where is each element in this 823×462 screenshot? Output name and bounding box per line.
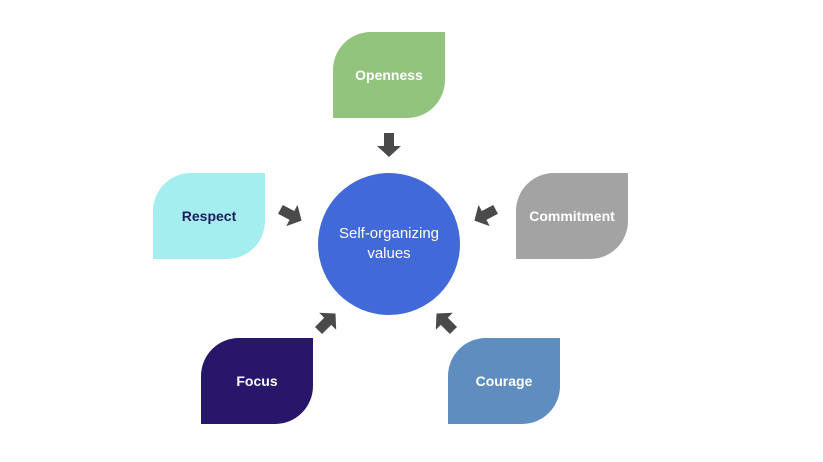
leaf-courage: Courage bbox=[448, 338, 560, 424]
arrow-from-openness bbox=[377, 133, 401, 157]
leaf-commitment: Commitment bbox=[516, 173, 628, 259]
leaf-commitment-label: Commitment bbox=[529, 208, 615, 224]
leaf-focus-label: Focus bbox=[236, 373, 278, 389]
leaf-focus: Focus bbox=[201, 338, 313, 424]
arrow-from-courage bbox=[435, 312, 458, 335]
leaf-courage-label: Courage bbox=[475, 373, 533, 389]
leaf-respect: Respect bbox=[153, 173, 265, 259]
leaf-openness-label: Openness bbox=[355, 67, 423, 83]
leaf-openness: Openness bbox=[333, 32, 445, 118]
center-circle: Self-organizing values bbox=[318, 173, 460, 315]
leaf-respect-label: Respect bbox=[181, 208, 237, 224]
arrow-from-respect bbox=[278, 204, 302, 227]
arrow-from-focus bbox=[314, 312, 337, 335]
arrow-from-commitment bbox=[474, 204, 498, 227]
center-label: Self-organizing values bbox=[338, 225, 440, 262]
